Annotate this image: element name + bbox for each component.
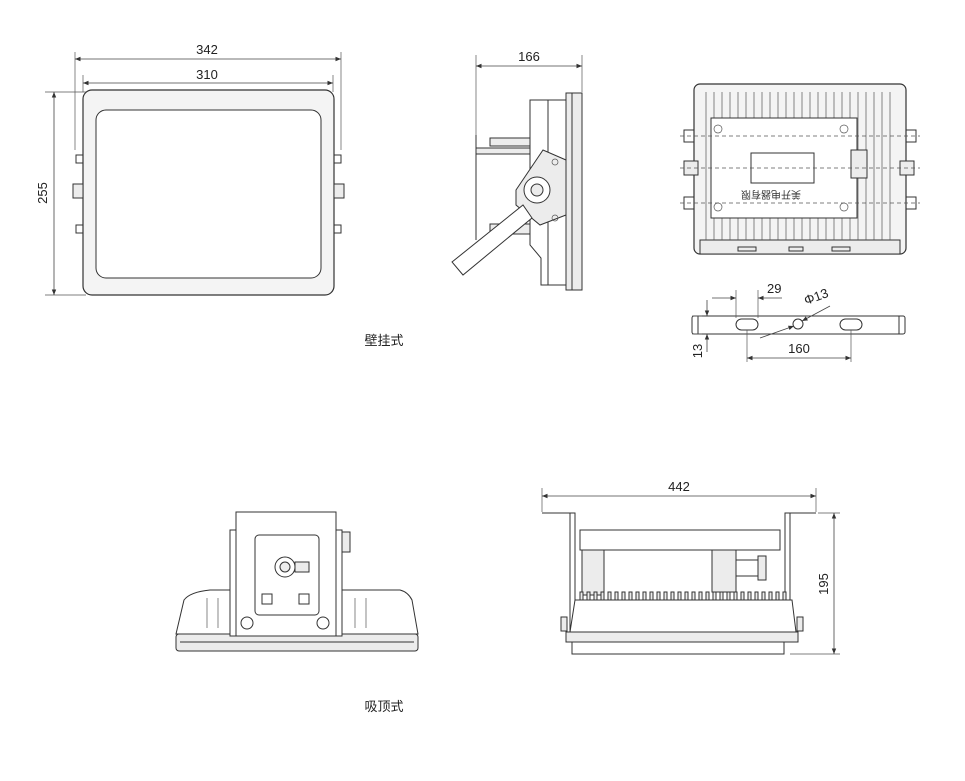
side-view: 166 (451, 49, 583, 291)
caption-wall-mount: 壁挂式 (364, 334, 403, 349)
ceiling-side-lug (560, 616, 568, 632)
ceiling-side-gland (735, 559, 759, 577)
rear-nameplate-text: 美开电器有限 (741, 188, 801, 201)
rear-mount-plate (710, 117, 858, 219)
ceiling-side-view: 442 195 (541, 479, 840, 655)
ceiling-side-lens (571, 641, 785, 655)
dim-ceiling-width: 442 (668, 479, 690, 494)
ceiling-side-bracket-left (542, 512, 576, 633)
ceiling-front-screw (316, 616, 330, 630)
side-bolt (551, 158, 559, 166)
rear-view: 美开电器有限 (680, 83, 920, 255)
ceiling-front-screw (240, 616, 254, 630)
ceiling-front-bracket-side (335, 529, 343, 637)
side-bolt (551, 214, 559, 222)
side-fin (489, 137, 531, 147)
side-frame (565, 92, 583, 291)
front-view: 342 310 255 (35, 42, 345, 296)
rear-slot (788, 246, 804, 252)
ceiling-side-housing (569, 599, 797, 633)
ceiling-front-view (175, 511, 419, 652)
side-fin (475, 147, 531, 155)
side-bracket-arm (451, 204, 533, 276)
caption-ceiling-mount: 吸顶式 (364, 700, 403, 715)
dim-bracket-thickness: 13 (690, 344, 705, 358)
dim-front-inner-width: 310 (196, 67, 218, 82)
ceiling-side-box-left (581, 549, 605, 596)
ceiling-front-bracket-side (229, 529, 237, 637)
dim-leader-hole (759, 325, 795, 339)
rear-plate-bolt (713, 124, 723, 134)
ceiling-side-gland-nut (757, 555, 767, 581)
ceiling-side-lug (796, 616, 804, 632)
dim-ceiling-height: 195 (816, 573, 831, 595)
bracket-slot-right (839, 318, 863, 331)
dim-bracket-slot-width: 29 (767, 281, 781, 296)
lug-right-mid (333, 183, 345, 199)
rear-plate-bolt (839, 124, 849, 134)
lug-right-top (333, 154, 342, 164)
ceiling-front-gland-core (279, 561, 291, 573)
bracket-view: 29 Φ13 13 160 (690, 281, 906, 362)
rear-slot (737, 246, 757, 252)
lug-left-bottom (75, 224, 84, 234)
ceiling-front-lug (341, 531, 351, 553)
bracket-slot-left (735, 318, 759, 331)
ceiling-front-clip (261, 593, 273, 605)
ceiling-side-top (579, 529, 781, 551)
dim-leader-hole (801, 305, 831, 322)
lug-left-mid (72, 183, 84, 199)
dim-front-height: 255 (35, 182, 50, 204)
lug-right-bottom (333, 224, 342, 234)
dim-side-depth: 166 (518, 49, 540, 64)
dim-bracket-hole-spacing: 160 (788, 341, 810, 356)
rear-slot (831, 246, 851, 252)
front-lens (95, 109, 322, 279)
ceiling-side-box-right (711, 549, 737, 593)
lug-left-top (75, 154, 84, 164)
ceiling-front-clip (298, 593, 310, 605)
dim-front-outer-width: 342 (196, 42, 218, 57)
side-pivot-bolt (530, 183, 544, 197)
bracket-center-hole (792, 318, 804, 330)
dim-bracket-hole-diameter: Φ13 (802, 285, 830, 308)
rear-junction-box (850, 149, 868, 179)
ceiling-front-gland-nut (294, 561, 310, 573)
ceiling-side-base (565, 631, 799, 643)
